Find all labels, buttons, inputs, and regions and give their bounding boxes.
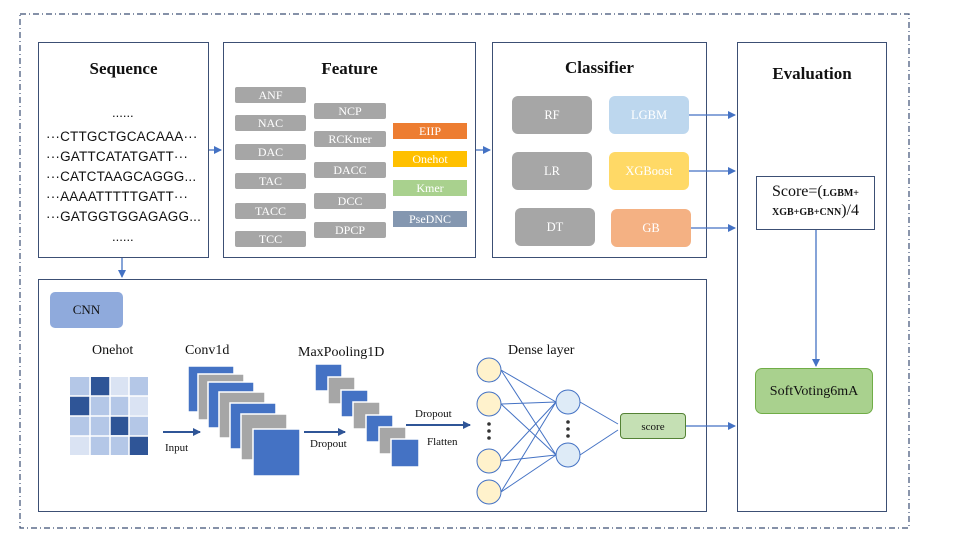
- input-label: Input: [165, 442, 189, 454]
- evaluation-title: Evaluation: [772, 64, 852, 83]
- sequence-line: ···CTTGCTGCACAAA···: [46, 129, 198, 144]
- dense-layer-label: Dense layer: [508, 343, 575, 358]
- sequence-line: ···AAAATTTTTGATT···: [46, 189, 189, 204]
- score-formula-box: Score=(LGBM+ XGB+GB+CNN)/4: [756, 176, 875, 230]
- classifier-dt: DT: [515, 208, 595, 246]
- feature-tacc: TACC: [235, 203, 306, 219]
- feature-tac: TAC: [235, 173, 306, 189]
- feature-kmer: Kmer: [393, 180, 467, 196]
- onehot-matrix: [70, 377, 148, 455]
- sequence-panel: Sequence ...... ···CTTGCTGCACAAA··· ···G…: [38, 42, 209, 258]
- cnn-badge: CNN: [50, 292, 123, 328]
- sequence-ellipsis-bottom: ......: [112, 229, 134, 244]
- evaluation-panel: Evaluation: [737, 42, 887, 512]
- feature-onehot: Onehot: [393, 151, 467, 167]
- sequence-title: Sequence: [89, 59, 158, 78]
- score-prefix: Score=(: [771, 183, 823, 200]
- feature-dcc: DCC: [314, 193, 386, 209]
- classifier-title: Classifier: [565, 58, 634, 77]
- feature-title: Feature: [321, 59, 378, 78]
- dropout-label-1: Dropout: [310, 438, 347, 450]
- classifier-xgboost: XGBoost: [609, 152, 689, 190]
- feature-dpcp: DPCP: [314, 222, 386, 238]
- onehot-label: Onehot: [92, 343, 134, 358]
- feature-dacc: DACC: [314, 162, 386, 178]
- feature-anf: ANF: [235, 87, 306, 103]
- score-models-1: LGBM+: [822, 188, 860, 199]
- classifier-lgbm: LGBM: [609, 96, 689, 134]
- maxpooling-label: MaxPooling1D: [298, 345, 385, 360]
- sequence-line: ···GATGGTGGAGAGG...: [46, 209, 202, 224]
- dense-input-ellipsis: [487, 422, 491, 440]
- sequence-ellipsis-top: ......: [112, 105, 134, 120]
- score-models-2: XGB+GB+CNN: [772, 207, 842, 218]
- conv1d-stack: [187, 365, 301, 477]
- feature-ncp: NCP: [314, 103, 386, 119]
- dense-hidden-ellipsis: [566, 420, 570, 438]
- classifier-gb: GB: [611, 209, 691, 247]
- score-suffix: )/4: [841, 202, 859, 219]
- feature-psednc: PseDNC: [393, 211, 467, 227]
- sequence-line: ···GATTCATATGATT···: [46, 149, 189, 164]
- dense-input-neurons: [476, 357, 502, 505]
- conv1d-label: Conv1d: [185, 343, 230, 358]
- score-node: score: [620, 413, 686, 439]
- classifier-panel: Classifier: [492, 42, 707, 258]
- maxpool-stack: [314, 363, 420, 468]
- result-box: SoftVoting6mA: [755, 368, 873, 414]
- dense-hidden-neurons: [555, 389, 581, 468]
- flatten-label: Flatten: [427, 436, 458, 448]
- sequence-line: ···CATCTAAGCAGGG...: [46, 169, 197, 184]
- feature-tcc: TCC: [235, 231, 306, 247]
- feature-dac: DAC: [235, 144, 306, 160]
- classifier-lr: LR: [512, 152, 592, 190]
- dropout-label-2: Dropout: [415, 408, 452, 420]
- feature-rckmer: RCKmer: [314, 131, 386, 147]
- cnn-panel: [38, 279, 707, 512]
- classifier-rf: RF: [512, 96, 592, 134]
- dense-connections: [500, 369, 619, 493]
- feature-eiip: EIIP: [393, 123, 467, 139]
- feature-nac: NAC: [235, 115, 306, 131]
